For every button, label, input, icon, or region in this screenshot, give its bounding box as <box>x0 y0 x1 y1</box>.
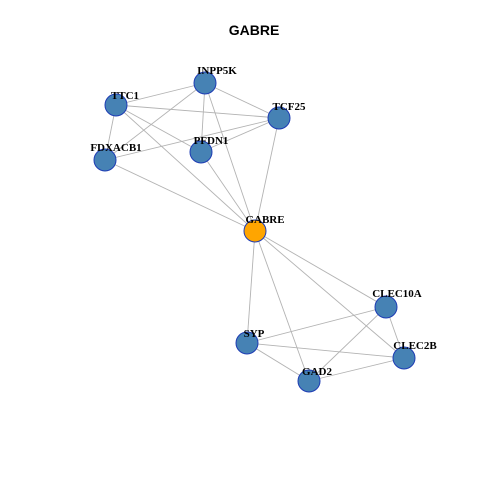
graph-title: GABRE <box>229 22 280 38</box>
node-clec10a: CLEC10A <box>372 288 422 319</box>
edge-gabre-clec2b <box>254 230 405 359</box>
node-label: FDXACB1 <box>90 142 141 154</box>
edge-gabre-clec10a <box>254 230 387 308</box>
node-circle <box>243 219 267 243</box>
node-gabre: GABRE <box>243 214 285 243</box>
edge-ttc1-gabre <box>115 104 256 232</box>
node-ttc1: TTC1 <box>104 90 139 117</box>
edge-ttc1-pfdn1 <box>115 104 202 153</box>
node-label: GAD2 <box>302 366 332 378</box>
edge-gabre-gad2 <box>254 230 310 382</box>
node-label: TTC1 <box>111 90 139 102</box>
node-circle <box>93 148 117 172</box>
node-label: SYP <box>244 328 265 340</box>
node-label: INPP5K <box>197 65 237 77</box>
edge-tcf25-gabre <box>254 117 280 232</box>
node-pfdn1: PFDN1 <box>189 135 229 164</box>
node-circle <box>392 346 416 370</box>
node-circle <box>374 295 398 319</box>
node-clec2b: CLEC2B <box>392 340 437 370</box>
node-label: CLEC2B <box>393 340 437 352</box>
node-circle <box>193 71 217 95</box>
edge-gabre-syp <box>246 230 256 344</box>
node-circle <box>297 369 321 393</box>
edge-syp-gad2 <box>246 342 310 382</box>
edge-layer <box>104 82 405 382</box>
edge-ttc1-tcf25 <box>115 104 280 119</box>
edge-inpp5k-fdxacb1 <box>104 82 206 161</box>
edge-clec10a-gad2 <box>308 306 387 382</box>
node-tcf25: TCF25 <box>267 101 307 130</box>
edge-clec10a-syp <box>246 306 387 344</box>
node-label: PFDN1 <box>194 135 229 147</box>
node-label: CLEC10A <box>372 288 422 300</box>
node-syp: SYP <box>235 328 265 355</box>
edge-tcf25-fdxacb1 <box>104 117 280 161</box>
edge-fdxacb1-gabre <box>104 159 256 232</box>
node-inpp5k: INPP5K <box>193 65 237 95</box>
edge-pfdn1-gabre <box>200 151 256 232</box>
node-fdxacb1: FDXACB1 <box>90 142 142 172</box>
node-label: TCF25 <box>273 101 307 113</box>
edge-tcf25-pfdn1 <box>200 117 280 153</box>
edge-ttc1-inpp5k <box>115 82 206 106</box>
node-circle <box>267 106 291 130</box>
node-circle <box>235 331 259 355</box>
node-circle <box>189 140 213 164</box>
edge-inpp5k-gabre <box>204 82 256 232</box>
node-label: GABRE <box>245 214 284 226</box>
edge-syp-clec2b <box>246 342 405 359</box>
edge-inpp5k-pfdn1 <box>200 82 206 153</box>
edge-gad2-clec2b <box>308 357 405 382</box>
edge-inpp5k-tcf25 <box>204 82 280 119</box>
node-circle <box>104 93 128 117</box>
node-gad2: GAD2 <box>297 366 332 393</box>
